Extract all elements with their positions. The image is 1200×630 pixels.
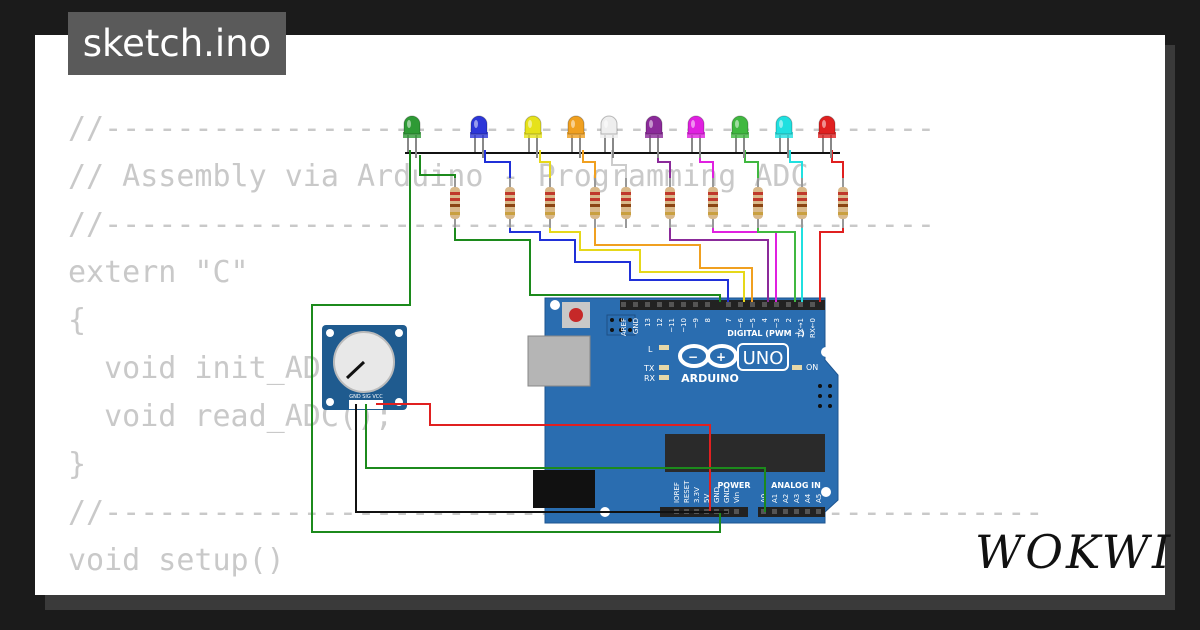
potentiometer-knob-indicator xyxy=(345,360,366,380)
wire-led9 xyxy=(789,150,803,180)
code-line: // Assembly via Arduino - Programming AD… xyxy=(68,159,809,194)
analog-label: ANALOG IN xyxy=(771,481,821,490)
resistor-5[interactable] xyxy=(621,178,631,228)
wire-r1-pin xyxy=(454,225,721,302)
arduino-uno-board[interactable]: − + xyxy=(527,297,839,524)
top-pin-label: ~9 xyxy=(692,318,700,328)
led-9[interactable] xyxy=(775,115,793,158)
led-5[interactable] xyxy=(600,115,618,158)
wire-r2-pin xyxy=(509,218,729,302)
wire-led7 xyxy=(699,150,714,180)
resistor-6[interactable] xyxy=(665,178,675,228)
l-led-label: L xyxy=(648,345,653,354)
led-7[interactable] xyxy=(687,115,705,158)
led-6[interactable] xyxy=(645,115,663,158)
wire-r6-pin xyxy=(669,218,769,302)
resistor-2[interactable] xyxy=(505,178,515,228)
led-3[interactable] xyxy=(524,115,542,158)
analog-pin-label: A2 xyxy=(782,494,790,503)
led-4[interactable] xyxy=(567,115,585,158)
resistor-9[interactable] xyxy=(797,178,807,228)
code-line: //--------------------------------------… xyxy=(68,207,935,242)
top-pin-label: AREF xyxy=(620,318,628,336)
tx-led-label: TX xyxy=(643,364,655,373)
potentiometer-pins-label: GND SIG VCC xyxy=(349,394,383,400)
top-pin-label: 13 xyxy=(644,318,652,327)
top-pin-label: ~11 xyxy=(668,318,676,333)
top-pin-label: ~5 xyxy=(749,318,757,328)
top-pin-label: ~10 xyxy=(680,318,688,333)
code-line: void setup() xyxy=(68,543,285,578)
wire-led8 xyxy=(744,150,759,180)
potentiometer[interactable] xyxy=(322,325,407,410)
power-pin-label: 3.3V xyxy=(693,487,701,503)
wire-led3 xyxy=(539,150,551,180)
top-pin-label: ~3 xyxy=(773,318,781,328)
top-pin-label: 7 xyxy=(725,318,733,322)
top-pin-label: 8 xyxy=(704,318,712,322)
wire-r3-pin xyxy=(549,218,745,302)
top-pin-labels: AREF GND 13 12 ~11 ~10 ~9 8 7 ~6 ~5 4 ~3 2 TX→1 RX←0 xyxy=(620,302,817,338)
wire-led4 xyxy=(582,150,596,180)
resistor-4[interactable] xyxy=(590,178,600,228)
power-label: POWER xyxy=(717,481,750,490)
ground-wire xyxy=(311,150,721,533)
code-line: extern "C" xyxy=(68,255,249,290)
pot-ground-wire xyxy=(355,404,728,513)
power-pin-label: IOREF xyxy=(673,482,681,503)
analog-pin-label: A5 xyxy=(815,494,823,503)
wire-r10-pin xyxy=(819,218,844,302)
analog-pin-label: A1 xyxy=(771,494,779,503)
led-2[interactable] xyxy=(470,115,488,158)
digital-label: DIGITAL (PWM ~) xyxy=(727,329,805,338)
arduino-brand-label: ARDUINO xyxy=(681,372,739,385)
on-led-label: ON xyxy=(806,363,818,372)
leds xyxy=(403,115,836,158)
top-pin-label: 4 xyxy=(761,317,769,322)
resistor-8[interactable] xyxy=(753,178,763,228)
top-pin-label: 2 xyxy=(785,318,793,322)
wire-led6 xyxy=(657,150,671,180)
top-pin-label: 12 xyxy=(656,318,664,327)
led-1[interactable] xyxy=(403,115,421,158)
code-line: { xyxy=(68,303,87,338)
resistor-3[interactable] xyxy=(545,178,555,228)
analog-pin-label: A3 xyxy=(793,494,801,503)
resistor-10[interactable] xyxy=(838,178,848,228)
wire-led2 xyxy=(484,150,511,180)
wire-led5 xyxy=(611,150,627,180)
wire-led10 xyxy=(831,150,844,180)
top-pin-label: TX→1 xyxy=(797,318,805,338)
code-line: } xyxy=(68,447,87,482)
power-pin-label: 5V xyxy=(703,494,711,503)
wokwi-logo: WOKWI xyxy=(975,525,1174,579)
svg-text:−: − xyxy=(688,350,698,364)
code-line: { xyxy=(68,585,1158,595)
power-pin-label: Vin xyxy=(733,492,741,503)
top-pin-label: RX←0 xyxy=(809,318,817,338)
wire-r4-pin xyxy=(594,218,753,302)
resistors xyxy=(450,178,848,228)
analog-pin-label: A4 xyxy=(804,493,812,503)
pot-vcc-wire xyxy=(376,403,711,512)
top-pin-label: GND xyxy=(632,318,640,334)
power-pin-label: GND xyxy=(713,487,721,503)
rx-led-label: RX xyxy=(644,374,656,383)
pot-signal-wire xyxy=(365,404,766,512)
led-8[interactable] xyxy=(731,115,749,158)
top-pin-label: ~6 xyxy=(737,317,745,328)
power-pin-label: GND xyxy=(723,487,731,503)
arduino-model-label: UNO xyxy=(743,348,784,369)
resistor-1[interactable] xyxy=(450,178,460,228)
wire-led1 xyxy=(419,155,456,190)
resistor-7[interactable] xyxy=(708,178,718,228)
led-10[interactable] xyxy=(818,115,836,158)
power-pin-label: RESET xyxy=(683,480,691,503)
svg-text:+: + xyxy=(716,350,726,364)
file-tab[interactable]: sketch.ino xyxy=(68,12,286,75)
